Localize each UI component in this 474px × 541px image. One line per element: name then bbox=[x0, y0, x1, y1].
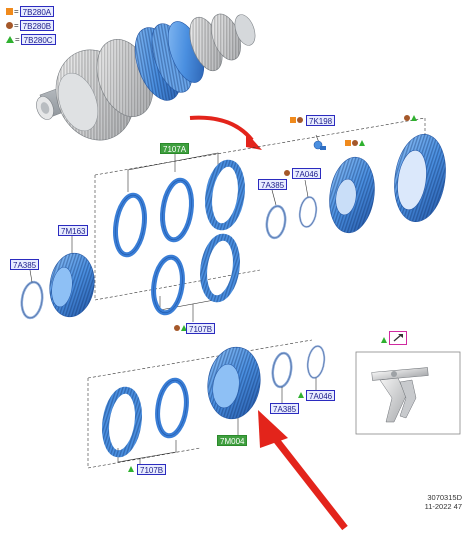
callout-7a385-left: 7A385 bbox=[10, 259, 40, 270]
callout-7107a: 7107A bbox=[160, 143, 190, 154]
callout-symbols bbox=[128, 466, 134, 472]
legend-code: 7B280B bbox=[19, 19, 55, 31]
dot-icon bbox=[6, 21, 13, 29]
legend-code: 7B280C bbox=[20, 33, 56, 45]
leader-lines bbox=[29, 179, 317, 435]
ring-7a046-top bbox=[298, 196, 318, 228]
synchro-group-box bbox=[94, 117, 426, 301]
synchro-ring-set-7107a bbox=[113, 159, 245, 258]
ring-7a046-low bbox=[306, 345, 326, 379]
red-pointer-arrow bbox=[258, 410, 348, 531]
triangle-icon bbox=[6, 35, 14, 43]
pointer-arrow-icon bbox=[389, 331, 407, 345]
synchro-ring-set-7107b-low bbox=[102, 377, 189, 458]
snap-ring-7a385-low bbox=[271, 351, 293, 389]
legend-item-dot: = 7B280B bbox=[6, 19, 55, 31]
synchro-sleeve bbox=[394, 133, 446, 223]
callout-symbols bbox=[381, 337, 387, 343]
square-icon bbox=[6, 7, 13, 15]
bracket-7107b-mid bbox=[159, 290, 226, 322]
lower-group-box bbox=[87, 339, 313, 469]
gear-7m163 bbox=[49, 252, 95, 318]
synchro-hub bbox=[329, 156, 375, 234]
callout-7m163: 7M163 bbox=[58, 225, 89, 236]
callout-7k198: 7K198 bbox=[306, 115, 336, 126]
callout-7a385-top: 7A385 bbox=[258, 179, 288, 190]
legend-item-triangle: = 7B280C bbox=[6, 33, 56, 45]
mainshaft-assembly bbox=[36, 13, 256, 141]
gear-7m004 bbox=[207, 346, 261, 420]
callout-7m004: 7M004 bbox=[217, 435, 248, 446]
shift-fork-illustration bbox=[371, 367, 429, 423]
callout-7a046-top: 7A046 bbox=[292, 168, 322, 179]
document-id: 3070315D 11-2022 47 bbox=[424, 493, 462, 511]
callout-7107b-mid: 7107B bbox=[186, 323, 216, 334]
red-curved-arrow bbox=[189, 115, 262, 150]
snap-ring-7a385-top bbox=[265, 204, 287, 240]
callout-symbols bbox=[284, 170, 290, 176]
callout-symbols bbox=[174, 325, 187, 331]
legend-code: 7B280A bbox=[19, 5, 55, 17]
key-7k198 bbox=[313, 134, 326, 151]
shift-fork-inset bbox=[355, 351, 461, 435]
callout-7a046-low: 7A046 bbox=[306, 390, 336, 401]
callout-symbols bbox=[345, 140, 365, 146]
callout-symbols bbox=[404, 115, 417, 121]
callout-7a385-low: 7A385 bbox=[270, 403, 300, 414]
synchro-ring-set-7107b-mid bbox=[151, 233, 240, 316]
callout-7107b-low: 7107B bbox=[137, 464, 167, 475]
callout-symbols bbox=[290, 117, 303, 123]
callout-symbols bbox=[298, 392, 304, 398]
legend-item-square: = 7B280A bbox=[6, 5, 55, 17]
snap-ring-7a385-left bbox=[20, 280, 44, 320]
